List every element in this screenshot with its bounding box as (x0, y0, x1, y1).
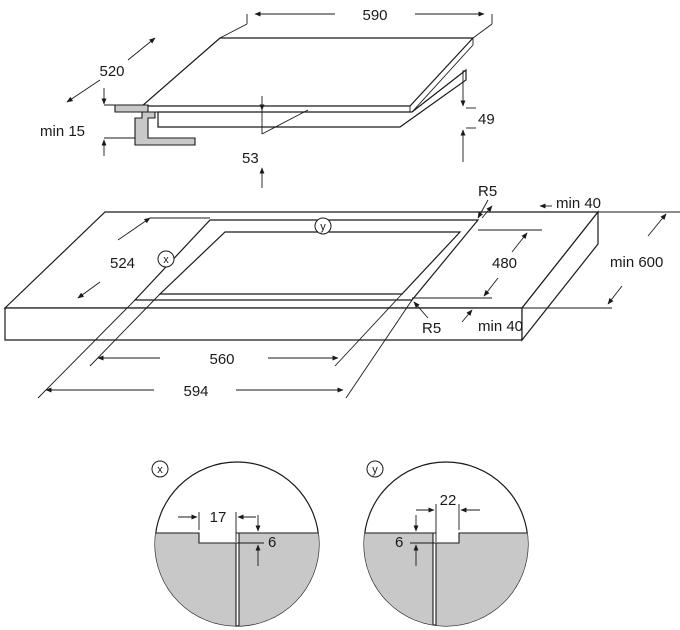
outer-524-label: 524 (110, 255, 135, 272)
marker-y-label: y (320, 221, 326, 233)
worktop-front-face (4, 307, 523, 341)
marker-y-circle (314, 217, 332, 235)
radius-top-label: R5 (478, 183, 497, 200)
depth-520-label: 520 (99, 63, 124, 80)
detail-x-height-label: 6 (268, 534, 276, 551)
min-40-front-label: min 40 (478, 318, 523, 335)
hob-glass (140, 37, 475, 107)
detail-y-marker: y (372, 464, 378, 476)
detail-x-width-label: 17 (210, 509, 227, 526)
cutout-53-label: 53 (242, 150, 259, 167)
detail-y-width-label: 22 (440, 492, 457, 509)
detail-y-height-label: 6 (395, 534, 403, 551)
width-590-label: 590 (362, 7, 387, 24)
thickness-49-label: 49 (478, 111, 495, 128)
detail-y: y 22 6 (363, 460, 529, 627)
min-15-label: min 15 (40, 123, 85, 140)
cutout-560-label: 560 (209, 351, 234, 368)
hob-top-view: 590 520 min 15 53 49 (40, 7, 495, 188)
radius-bottom-label: R5 (422, 320, 441, 337)
marker-x-circle (157, 250, 175, 268)
detail-x-marker: x (157, 464, 163, 476)
outer-594-label: 594 (183, 383, 208, 400)
worktop-view: y x R5 R5 min 40 min 40 min 600 480 524 (3, 183, 680, 400)
min-40-back-label: min 40 (556, 195, 601, 212)
detail-x: x 17 6 (151, 460, 320, 627)
worktop-profile (114, 104, 196, 146)
cutout-480-label: 480 (492, 255, 517, 272)
marker-x-label: x (163, 254, 169, 266)
min-600-label: min 600 (610, 254, 663, 271)
